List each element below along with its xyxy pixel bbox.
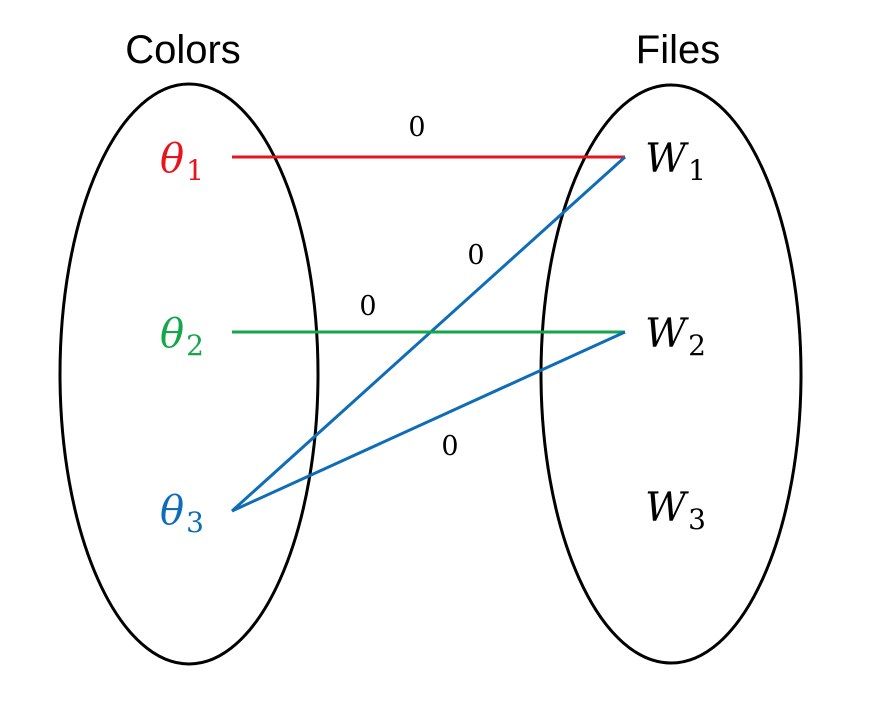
node-w2-subscript: 2 (688, 329, 706, 362)
edge-label-theta1-w1: 0 (408, 112, 425, 143)
node-theta2-symbol: θ (160, 311, 184, 357)
colors-set-ellipse (58, 82, 320, 666)
node-theta2-subscript: 2 (186, 329, 204, 362)
edge-theta3-w1 (230, 155, 627, 513)
node-theta1-subscript: 1 (186, 154, 204, 187)
node-theta2: θ2 (160, 311, 204, 362)
edge-theta3-w2 (231, 330, 626, 513)
node-theta3-symbol: θ (160, 488, 184, 534)
node-w1-symbol: W (645, 136, 689, 182)
node-theta3: θ3 (160, 488, 204, 539)
colors-set-title: Colors (125, 28, 241, 72)
files-set-ellipse (539, 83, 803, 665)
node-w2: W2 (645, 311, 706, 362)
node-theta1: θ1 (160, 136, 204, 187)
files-set-title: Files (636, 28, 720, 72)
edge-label-theta3-w2: 0 (441, 431, 458, 462)
node-w1-subscript: 1 (688, 154, 706, 187)
edge-label-theta3-w1: 0 (467, 240, 484, 271)
node-w3: W3 (645, 485, 706, 536)
node-w1: W1 (645, 136, 706, 187)
node-w2-symbol: W (645, 311, 689, 357)
node-theta1-symbol: θ (160, 136, 184, 182)
node-w3-subscript: 3 (688, 503, 706, 536)
node-w3-symbol: W (645, 485, 689, 531)
edge-label-theta2-w2: 0 (359, 291, 376, 322)
node-theta3-subscript: 3 (186, 506, 204, 539)
